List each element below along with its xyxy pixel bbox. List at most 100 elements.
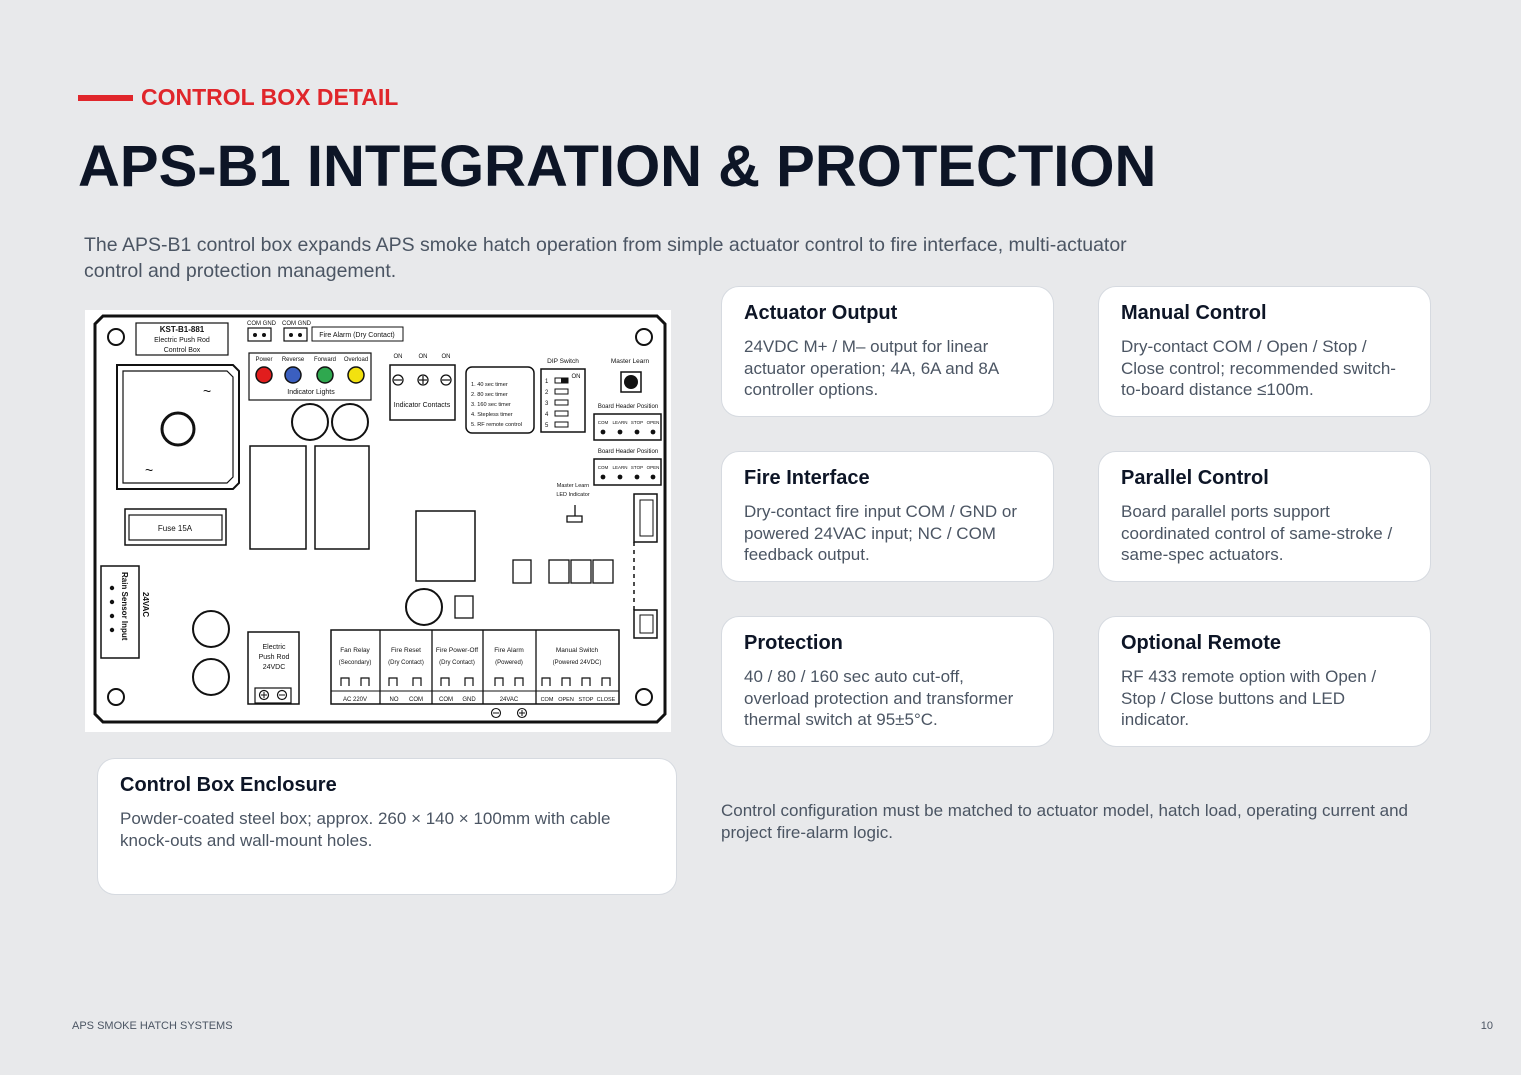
svg-text:Overload: Overload bbox=[344, 357, 368, 363]
card-title: Fire Interface bbox=[744, 467, 870, 489]
led-forward bbox=[316, 366, 334, 384]
svg-text:Manual Switch: Manual Switch bbox=[556, 647, 599, 654]
card-body: Dry-contact fire input COM / GND or powe… bbox=[744, 502, 1018, 564]
board-header-2 bbox=[593, 458, 662, 486]
model-sub2: Control Box bbox=[164, 347, 201, 354]
terminal-block bbox=[330, 629, 620, 705]
svg-text:Indicator Contacts: Indicator Contacts bbox=[394, 402, 451, 409]
svg-text:LEARN: LEARN bbox=[612, 420, 627, 425]
svg-text:Fire Power-Off: Fire Power-Off bbox=[436, 647, 478, 654]
led-reverse bbox=[284, 366, 302, 384]
svg-text:STOP: STOP bbox=[631, 465, 643, 470]
coil-glyph: ~ bbox=[203, 383, 211, 399]
relay bbox=[249, 445, 307, 550]
svg-text:24VAC: 24VAC bbox=[141, 592, 150, 617]
relay bbox=[314, 445, 370, 550]
card-body: RF 433 remote option with Open / Stop / … bbox=[1121, 667, 1377, 729]
svg-text:LED Indicator: LED Indicator bbox=[556, 492, 589, 498]
eyebrow-label: CONTROL BOX DETAIL bbox=[141, 84, 399, 110]
card-title: Parallel Control bbox=[1121, 467, 1269, 489]
svg-text:(Secondary): (Secondary) bbox=[339, 660, 372, 666]
card-body: Powder-coated steel box; approx. 260 × 1… bbox=[120, 809, 611, 850]
model-label-box bbox=[135, 322, 229, 356]
svg-text:5: 5 bbox=[545, 423, 549, 429]
svg-text:1. 40 sec timer: 1. 40 sec timer bbox=[471, 382, 508, 388]
section-eyebrow: CONTROL BOX DETAIL bbox=[78, 84, 398, 111]
svg-text:4. Stepless timer: 4. Stepless timer bbox=[471, 412, 513, 418]
card-title: Protection bbox=[744, 632, 843, 654]
svg-text:Reverse: Reverse bbox=[282, 357, 305, 363]
board-schematic: KST-B1-881 Electric Push Rod Control Box… bbox=[93, 314, 667, 724]
card-title: Manual Control bbox=[1121, 302, 1267, 324]
timer-legend bbox=[465, 366, 535, 434]
card-title: Optional Remote bbox=[1121, 632, 1282, 654]
led-power bbox=[255, 366, 273, 384]
svg-text:Indicator Lights: Indicator Lights bbox=[287, 389, 335, 396]
indicator-contacts-box bbox=[389, 364, 456, 421]
configuration-note: Control configuration must be matched to… bbox=[721, 801, 1409, 842]
page-subtitle: The APS-B1 control box expands APS smoke… bbox=[84, 234, 1127, 282]
svg-text:NO: NO bbox=[390, 697, 399, 703]
mount-hole bbox=[107, 688, 125, 706]
mount-hole bbox=[107, 328, 125, 346]
svg-text:COM: COM bbox=[541, 697, 554, 703]
footer-brand: APS SMOKE HATCH SYSTEMS bbox=[72, 1020, 233, 1032]
card-body: Board parallel ports support coordinated… bbox=[1121, 502, 1393, 564]
card-title: Actuator Output bbox=[744, 302, 898, 324]
coil-glyph: ~ bbox=[145, 462, 153, 478]
svg-text:Fuse 15A: Fuse 15A bbox=[158, 524, 193, 533]
svg-text:Fire Reset: Fire Reset bbox=[391, 647, 421, 654]
svg-text:ON: ON bbox=[419, 354, 428, 360]
svg-text:OPEN: OPEN bbox=[558, 697, 574, 703]
svg-text:ON: ON bbox=[572, 374, 581, 380]
svg-text:COM: COM bbox=[598, 420, 609, 425]
svg-text:OPEN: OPEN bbox=[647, 465, 660, 470]
svg-text:Power: Power bbox=[255, 357, 272, 363]
fire-alarm-dry-label: Fire Alarm (Dry Contact) bbox=[319, 332, 394, 339]
com-gnd-label: COM GND bbox=[282, 321, 312, 327]
svg-text:STOP: STOP bbox=[579, 697, 594, 703]
svg-text:Fire Alarm: Fire Alarm bbox=[494, 647, 524, 654]
mount-hole bbox=[635, 688, 653, 706]
model-text: KST-B1-881 bbox=[160, 325, 205, 334]
led-overload bbox=[347, 366, 365, 384]
card-body: 24VDC M+ / M– output for linear actuator… bbox=[744, 337, 999, 399]
card-actuator-output: Actuator Output 24VDC M+ / M– output for… bbox=[721, 286, 1054, 417]
svg-text:4: 4 bbox=[545, 412, 549, 418]
svg-text:Board Header Position: Board Header Position bbox=[598, 404, 658, 410]
svg-text:GND: GND bbox=[462, 697, 476, 703]
svg-text:Board Header Position: Board Header Position bbox=[598, 449, 658, 455]
svg-text:(Dry Contact): (Dry Contact) bbox=[388, 660, 424, 666]
svg-text:COM: COM bbox=[409, 697, 423, 703]
svg-text:5. RF remote control: 5. RF remote control bbox=[471, 422, 522, 428]
svg-text:COM: COM bbox=[439, 697, 453, 703]
com-gnd-label: COM GND bbox=[247, 321, 277, 327]
svg-text:Fan Relay: Fan Relay bbox=[340, 647, 370, 654]
svg-text:STOP: STOP bbox=[631, 420, 643, 425]
svg-text:1: 1 bbox=[545, 379, 549, 385]
svg-text:OPEN: OPEN bbox=[647, 420, 660, 425]
svg-text:3. 160 sec timer: 3. 160 sec timer bbox=[471, 402, 511, 408]
svg-text:Push Rod: Push Rod bbox=[259, 654, 290, 661]
svg-text:24VAC: 24VAC bbox=[500, 697, 519, 703]
svg-text:COM: COM bbox=[598, 465, 609, 470]
svg-text:Forward: Forward bbox=[314, 357, 336, 363]
svg-text:3: 3 bbox=[545, 401, 549, 407]
rain-sensor-input bbox=[100, 565, 140, 659]
svg-text:(Powered): (Powered) bbox=[495, 660, 523, 666]
card-control-box-enclosure: Control Box Enclosure Powder-coated stee… bbox=[97, 758, 677, 895]
mount-hole bbox=[635, 328, 653, 346]
card-title: Control Box Enclosure bbox=[120, 774, 337, 796]
svg-text:2. 80 sec timer: 2. 80 sec timer bbox=[471, 392, 508, 398]
card-parallel-control: Parallel Control Board parallel ports su… bbox=[1098, 451, 1431, 582]
accent-bar bbox=[78, 94, 133, 101]
svg-text:2: 2 bbox=[545, 390, 549, 396]
svg-text:24VDC: 24VDC bbox=[263, 664, 286, 671]
svg-text:DIP Switch: DIP Switch bbox=[547, 358, 579, 365]
svg-text:ON: ON bbox=[442, 354, 451, 360]
page-number: 10 bbox=[1480, 1020, 1493, 1032]
svg-text:LEARN: LEARN bbox=[612, 465, 627, 470]
svg-text:Rain Sensor Input: Rain Sensor Input bbox=[120, 572, 129, 641]
svg-text:Master Learn: Master Learn bbox=[557, 483, 589, 489]
svg-text:AC 220V: AC 220V bbox=[343, 697, 367, 703]
